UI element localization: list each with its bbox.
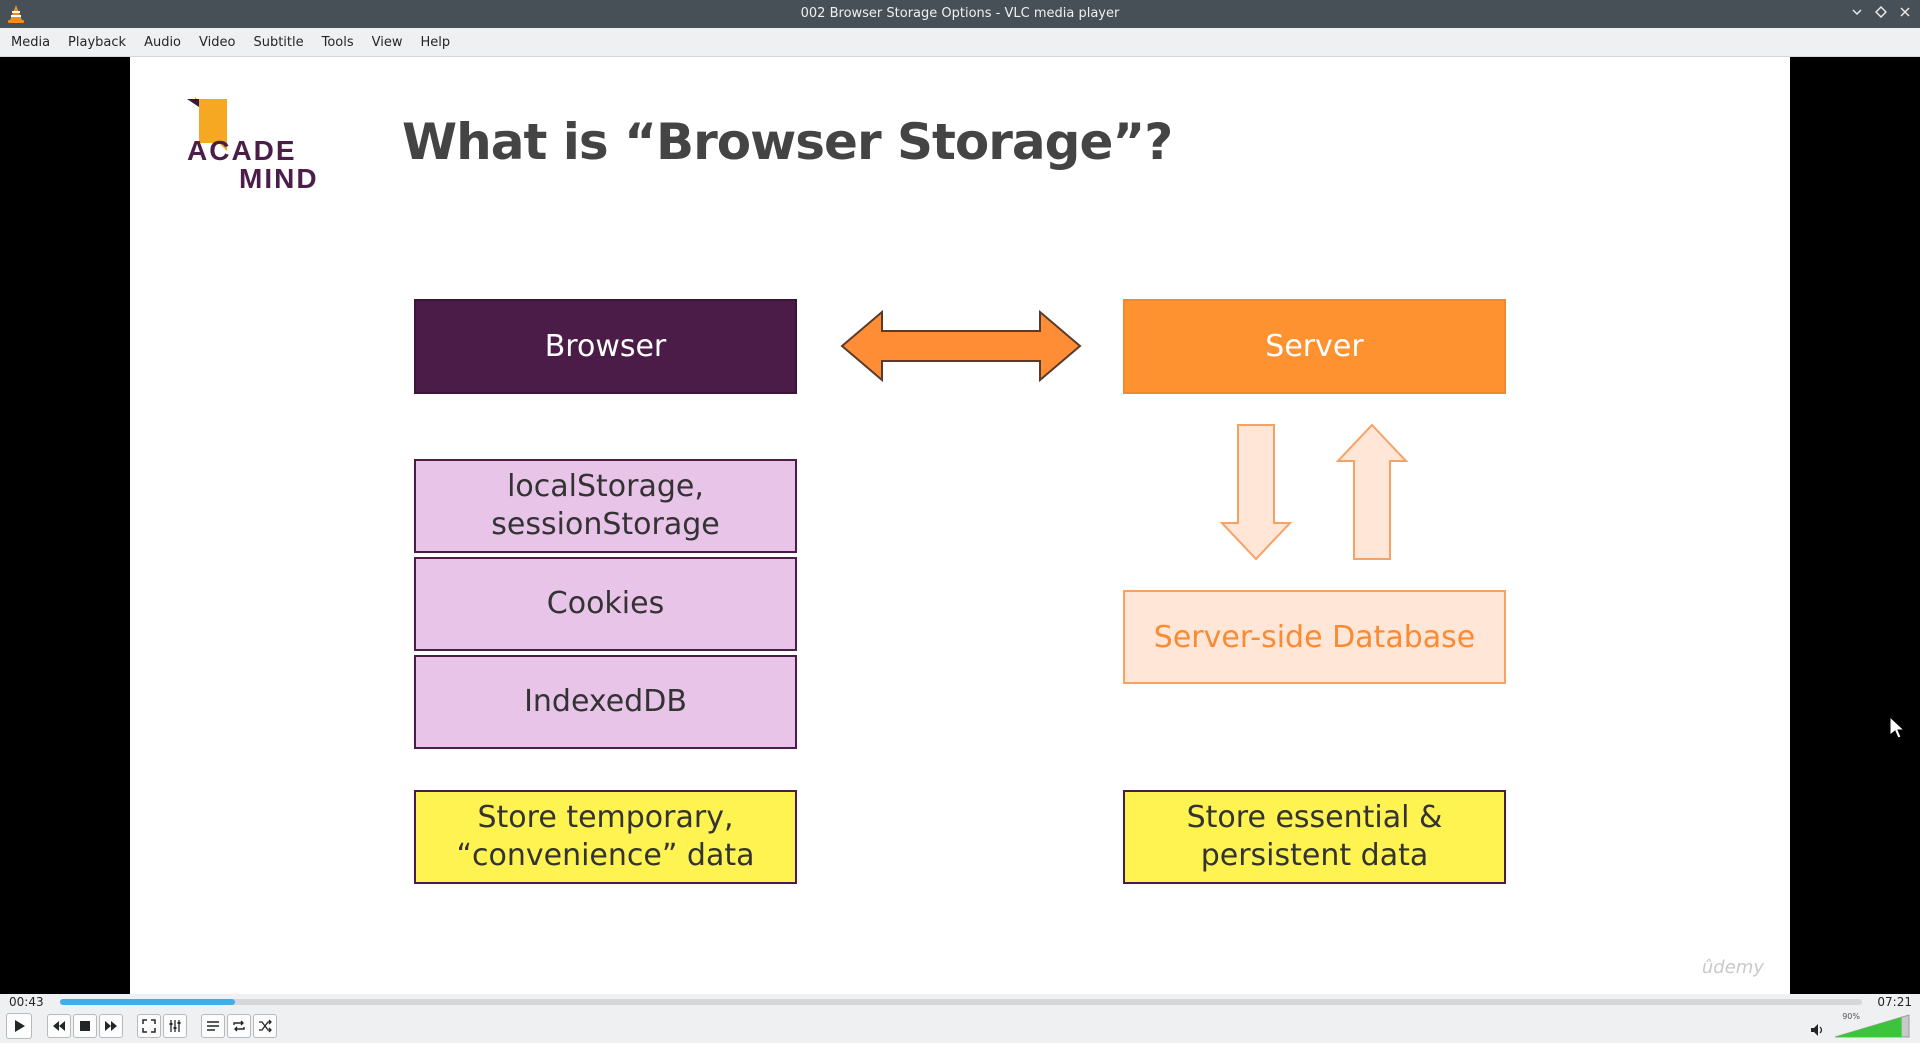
academind-logo: ACADE MIND [175,97,345,207]
vlc-cone-icon [8,5,24,23]
loop-button[interactable] [227,1014,251,1038]
menu-help[interactable]: Help [420,34,451,50]
server-box: Server [1123,299,1506,394]
volume-percent: 90% [1842,1012,1860,1021]
browser-note-box: Store temporary, “convenience” data [414,790,797,884]
seek-bar[interactable] [60,999,1862,1005]
menu-audio[interactable]: Audio [144,34,182,50]
stop-button[interactable] [73,1014,97,1038]
extended-settings-icon [169,1020,181,1032]
storage-indexeddb-box: IndexedDB [414,655,797,749]
diamond-icon [1874,5,1888,19]
logo-text-line2: MIND [239,163,319,194]
mouse-cursor-icon [1889,716,1905,739]
play-icon [15,1020,25,1032]
next-button[interactable] [99,1014,123,1038]
seek-progress [60,999,235,1005]
chevron-down-icon [1852,9,1862,16]
video-frame: ACADE MIND What is “Browser Storage”? Br… [130,57,1790,994]
server-note-box: Store essential & persistent data [1123,790,1506,884]
shuffle-icon [259,1019,272,1033]
menu-tools[interactable]: Tools [321,34,354,50]
udemy-watermark: ûdemy [1701,957,1764,978]
fullscreen-button[interactable] [137,1014,161,1038]
previous-icon [53,1021,65,1031]
play-button[interactable] [6,1013,32,1039]
menu-subtitle[interactable]: Subtitle [253,34,304,50]
previous-button[interactable] [47,1014,71,1038]
playlist-icon [207,1021,219,1031]
menu-view[interactable]: View [371,34,403,50]
logo-text-line1: ACADE [187,135,297,166]
storage-cookies-box: Cookies [414,557,797,651]
extended-settings-button[interactable] [163,1014,187,1038]
elapsed-time: 00:43 [9,995,44,1009]
close-icon [1900,7,1910,17]
storage-localstorage-box: localStorage, sessionStorage [414,459,797,553]
next-icon [105,1021,117,1031]
video-area[interactable]: ACADE MIND What is “Browser Storage”? Br… [0,57,1920,994]
fullscreen-icon [142,1019,156,1033]
volume-slider[interactable] [1834,1014,1910,1038]
speaker-icon[interactable] [1810,1023,1826,1037]
volume-control[interactable]: 90% [1810,1012,1912,1038]
menu-video[interactable]: Video [199,34,236,50]
playlist-button[interactable] [201,1014,225,1038]
window-title: 002 Browser Storage Options - VLC media … [800,6,1120,21]
title-bar: 002 Browser Storage Options - VLC media … [0,0,1920,28]
total-time: 07:21 [1877,995,1912,1009]
maximize-button[interactable] [1871,4,1891,24]
loop-icon [233,1020,245,1032]
arrow-down-icon [1220,424,1292,561]
menu-media[interactable]: Media [11,34,51,50]
server-database-box: Server-side Database [1123,590,1506,684]
bidirectional-arrow-icon [840,309,1082,383]
close-button[interactable] [1895,4,1915,24]
ribbon-icon [187,97,227,151]
menu-playback[interactable]: Playback [68,34,127,50]
shuffle-button[interactable] [253,1014,277,1038]
slide-title: What is “Browser Storage”? [402,113,1173,171]
stop-icon [80,1021,90,1031]
browser-box: Browser [414,299,797,394]
menu-bar: Media Playback Audio Video Subtitle Tool… [0,28,1920,57]
arrow-up-icon [1336,423,1408,560]
minimize-button[interactable] [1847,4,1867,24]
playback-controls: 00:43 07:21 90% [0,994,1920,1043]
